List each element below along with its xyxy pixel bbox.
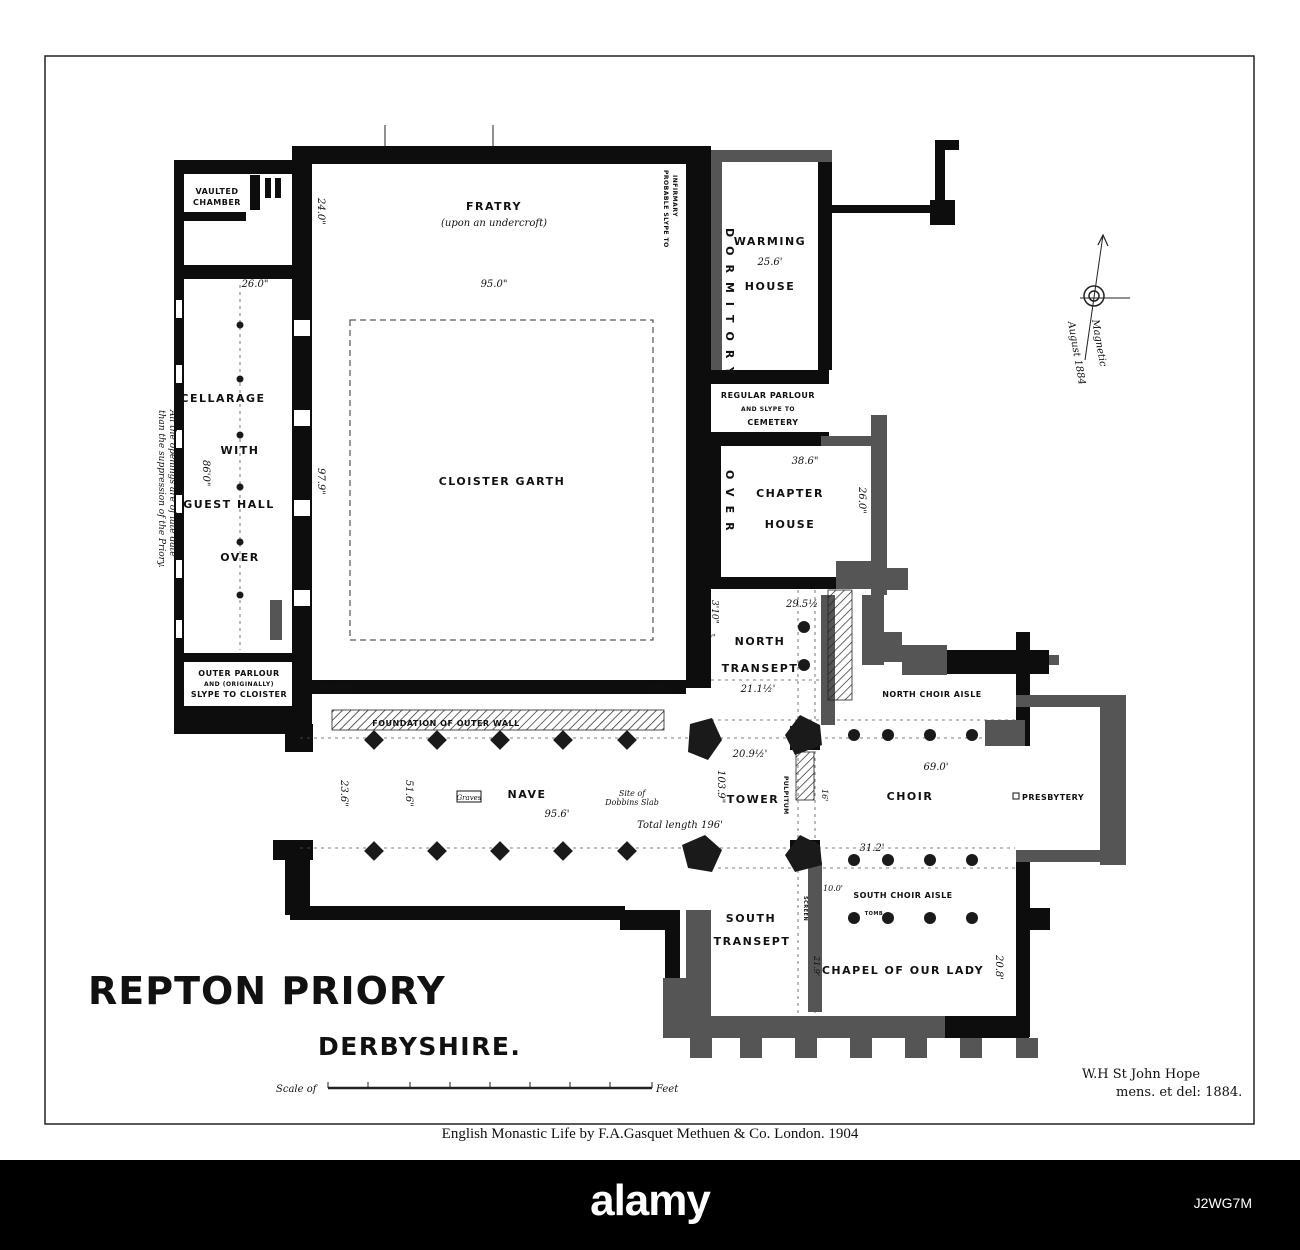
dim-95-6: 95.6' [544,809,569,820]
tower-stair [795,751,815,801]
cloister-garth-outline [349,319,654,641]
dim-23: 23.6" [338,779,349,807]
plan-subtitle: DERBYSHIRE. [318,1032,521,1061]
room-choir: CHOIR [887,790,934,803]
dim-38: 38.6" [792,456,819,467]
room-warming-house: HOUSE [745,280,795,293]
room-outer-parlour: OUTER PARLOUR [198,669,279,678]
tomb-label: TOMB [865,911,883,917]
room-chapter: CHAPTER [756,487,824,500]
walls [174,140,1050,1038]
dim-103: 103.9" [715,770,726,803]
graves-label: Graves [457,794,482,802]
presbytery-marker [1012,792,1020,800]
fratry-note: (upon an undercroft) [441,218,547,229]
west-windows [176,300,310,638]
dim-16: 16' [820,789,829,801]
room-south-transept: TRANSEPT [714,935,791,948]
dim-21: 21.1½' [740,684,776,695]
source-caption: English Monastic Life by F.A.Gasquet Met… [441,1126,859,1142]
room-vaulted: VAULTED [196,187,239,196]
scale-bar [327,1082,653,1090]
dim-95: 95.0" [481,279,508,290]
dim-21-9: 21.9' [812,955,821,976]
site-of: Site of [619,789,647,798]
compass-label-magnetic: Magnetic [1089,318,1108,368]
room-over-west: OVER [220,551,260,564]
room-outer-parlour-3: SLYPE TO CLOISTER [191,690,287,699]
piers [236,321,978,924]
image-id: J2WG7M [1193,1195,1252,1211]
author-date: mens. et del: 1884. [1116,1085,1242,1100]
room-north-transept: TRANSEPT [722,662,799,675]
room-warming: WARMING [734,235,806,248]
brand-logo[interactable]: alamy [590,1176,711,1225]
compass-label-date: August 1884 [1065,320,1087,386]
total-length: Total length 196' [637,820,723,831]
dim-69: 69.0' [923,762,948,773]
room-slype-infirmary: PROBABLE SLYPE TO [662,170,669,248]
room-regular-parlour-2: AND SLYPE TO [741,406,795,413]
foundation-label: FOUNDATION OF OUTER WALL [372,719,519,728]
room-tower: TOWER [727,793,779,806]
fratry-north-markers [384,125,494,146]
room-chapel: CHAPEL OF OUR LADY [822,964,984,977]
room-regular-parlour-3: CEMETERY [747,418,798,427]
arcade-lines [239,285,1016,1016]
site-of-slab: Dobbins Slab [604,798,659,807]
dim-97: 97.9" [315,468,326,495]
room-over-east: OVER [723,470,736,540]
room-with: WITH [221,444,260,457]
cloister-door-label: DOOR [651,685,670,691]
foundation-outer-wall [331,709,665,731]
room-presbytery: PRESBYTERY [1022,793,1084,802]
dim-20: 20.9½' [732,749,768,760]
pulpitum-label: PULPITUM [782,776,789,815]
dim-86: 86'0" [200,460,211,486]
walls-later [270,150,1126,1058]
dim-4-10: 4'10" [693,633,715,642]
plan-title: REPTON PRIORY [88,969,446,1013]
scale-unit: Feet [655,1084,679,1095]
watermark-bar [0,1160,1300,1250]
room-south-choir-aisle: SOUTH CHOIR AISLE [853,891,952,900]
dim-51: 51.6" [403,780,414,807]
floor-plan: Magnetic August 1884 FRATRY (upon an und… [44,55,1255,1125]
dim-24: 24.0" [315,197,326,225]
room-south: SOUTH [726,912,776,925]
west-note-2: than the suppression of the Priory. [156,410,166,568]
dim-31: 31.2' [859,843,884,854]
room-outer-parlour-2: AND (ORIGINALLY) [204,681,274,688]
dim-3-10: 3'10" [709,600,719,624]
scale-label: Scale of [276,1084,319,1095]
room-chamber: CHAMBER [193,198,241,207]
room-chapter-house: HOUSE [765,518,815,531]
room-fratry: FRATRY [466,200,522,213]
pulpitum-hatch [827,589,853,701]
doorway-label: DOORWAY [320,685,352,691]
dim-26: 26.0" [241,279,269,290]
compass-icon [1080,233,1130,361]
room-dormitory: DORMITORY [723,228,736,384]
room-north-choir-aisle: NORTH CHOIR AISLE [882,690,982,699]
room-guest-hall: GUEST HALL [183,498,274,511]
dim-26-chapter: 26.0" [856,486,867,514]
room-cellarage: CELLARAGE [180,392,265,405]
screen-label: SCREEN [802,896,808,921]
dim-20-8: 20.8' [993,954,1004,980]
dim-29: 29.5½ [785,599,818,610]
room-north: NORTH [735,635,786,648]
graves-box [456,790,482,803]
dim-10: 10.0' [823,884,843,893]
plan-frame [44,55,1255,1125]
room-slype-infirmary-2: INFIRMARY [671,175,678,217]
author-name: W.H St John Hope [1082,1067,1200,1082]
room-regular-parlour: REGULAR PARLOUR [721,391,815,400]
west-note-1: All the openings are of late date [167,409,177,557]
room-cloister-garth: CLOISTER GARTH [439,475,566,488]
dim-25-6: 25.6' [756,257,782,268]
room-nave: NAVE [508,788,547,801]
